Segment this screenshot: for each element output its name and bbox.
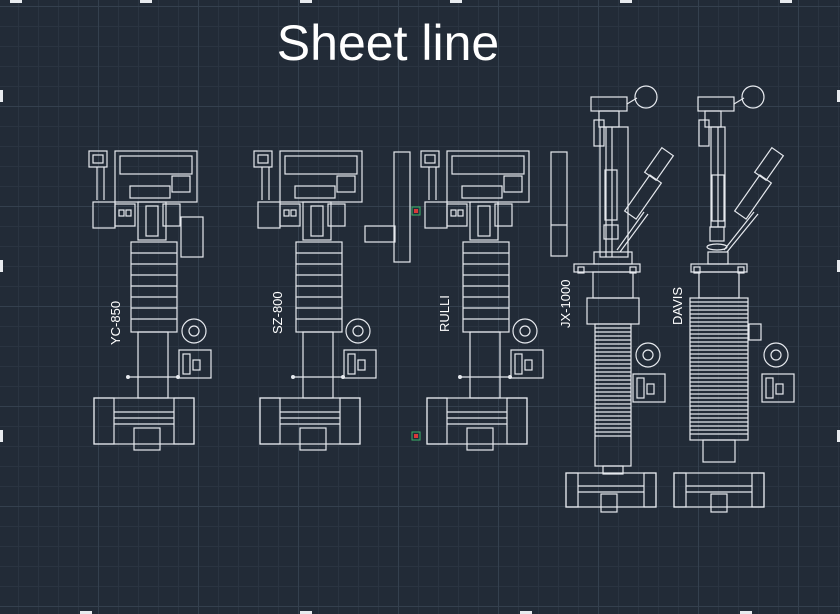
machine-label-jx-1000: JX-1000 bbox=[558, 280, 573, 328]
machine-sz-800 bbox=[253, 150, 411, 451]
drawing-title: Sheet line bbox=[276, 15, 500, 71]
machine-label-davis: DAVIS bbox=[670, 287, 685, 325]
machine-yc-850 bbox=[88, 150, 212, 451]
machine-label-sz-800: SZ-800 bbox=[270, 291, 285, 334]
machine-rulli bbox=[420, 150, 544, 451]
machine-davis bbox=[673, 85, 795, 513]
machine-label-rulli: RULLI bbox=[437, 295, 452, 332]
machine-jx-1000 bbox=[550, 85, 675, 513]
snap-markers bbox=[411, 206, 421, 441]
machine-label-yc-850: YC-850 bbox=[108, 301, 123, 345]
